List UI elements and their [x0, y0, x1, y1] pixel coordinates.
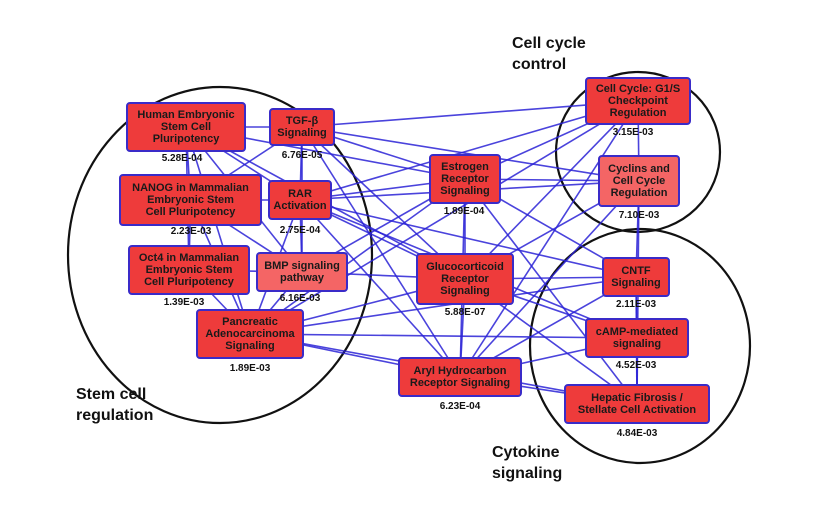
pvalue-glucocorticoid: 5.88E-07 [444, 307, 486, 318]
edge-rar-cntf [299, 199, 637, 278]
pvalue-hesc: 5.28E-04 [161, 153, 203, 164]
edge-rar-aryl [299, 199, 461, 378]
node-camp-signaling: cAMP-mediated signaling [585, 318, 689, 358]
node-hesc-pluripotency: Human Embryonic Stem Cell Pluripotency [126, 102, 246, 152]
edge-aryl-cyclin [459, 180, 640, 378]
node-tgfb-signaling: TGF-β Signaling [269, 108, 335, 146]
node-g1s-checkpoint: Cell Cycle: G1/S Checkpoint Regulation [585, 77, 691, 125]
pvalue-oct4: 1.39E-03 [163, 297, 205, 308]
node-pancreatic-adenocarcinoma: Pancreatic Adenocarcinoma Signaling [196, 309, 304, 359]
cytokine-region-outline [528, 227, 752, 465]
pvalue-hepatic: 4.84E-03 [616, 428, 658, 439]
pvalue-aryl: 6.23E-04 [439, 401, 481, 412]
node-oct4: Oct4 in Mammalian Embryonic Stem Cell Pl… [128, 245, 250, 295]
region-label-cell-cycle: Cell cycle control [512, 35, 586, 73]
node-cntf-signaling: CNTF Signaling [602, 257, 670, 297]
pvalue-camp: 4.52E-03 [615, 360, 657, 371]
pvalue-rar: 2.75E-04 [279, 225, 321, 236]
region-label-stem-cell: Stem cell regulation [76, 386, 154, 424]
node-hepatic-fibrosis: Hepatic Fibrosis / Stellate Cell Activat… [564, 384, 710, 424]
edge-panc-estr [249, 178, 466, 335]
pvalue-nanog: 2.23E-03 [170, 226, 212, 237]
node-nanog: NANOG in Mammalian Embryonic Stem Cell P… [119, 174, 262, 226]
edge-panc-g1s [249, 100, 639, 335]
node-estrogen-receptor: Estrogen Receptor Signaling [429, 154, 501, 204]
edge-hesc-panc [185, 126, 251, 335]
node-aryl-hydrocarbon: Aryl Hydrocarbon Receptor Signaling [398, 357, 522, 397]
pvalue-tgfb: 6.76E-05 [281, 150, 323, 161]
edge-aryl-g1s [459, 100, 639, 378]
edge-gluco-g1s [464, 100, 639, 280]
stem-cell-region-outline [66, 85, 374, 425]
pvalue-cntf: 2.11E-03 [615, 299, 657, 310]
edge-panc-camp [249, 333, 638, 339]
node-bmp-signaling: BMP signaling pathway [256, 252, 348, 292]
edge-panc-cntf [249, 276, 637, 335]
pvalue-g1s: 3.15E-03 [612, 127, 654, 138]
node-glucocorticoid-receptor: Glucocorticoid Receptor Signaling [416, 253, 514, 305]
edge-tgfb-g1s [301, 100, 639, 128]
edge-estr-hepat [464, 178, 638, 405]
region-label-cytokine: Cytokine signaling [492, 444, 563, 482]
pvalue-panc: 1.89E-03 [229, 363, 271, 374]
node-cyclins: Cyclins and Cell Cycle Regulation [598, 155, 680, 207]
node-rar-activation: RAR Activation [268, 180, 332, 220]
pvalue-cyclins: 7.10E-03 [618, 210, 660, 221]
edge-rar-g1s [299, 100, 639, 201]
pvalue-estrogen: 1.89E-04 [443, 206, 485, 217]
pvalue-bmp: 6.16E-03 [279, 293, 321, 304]
